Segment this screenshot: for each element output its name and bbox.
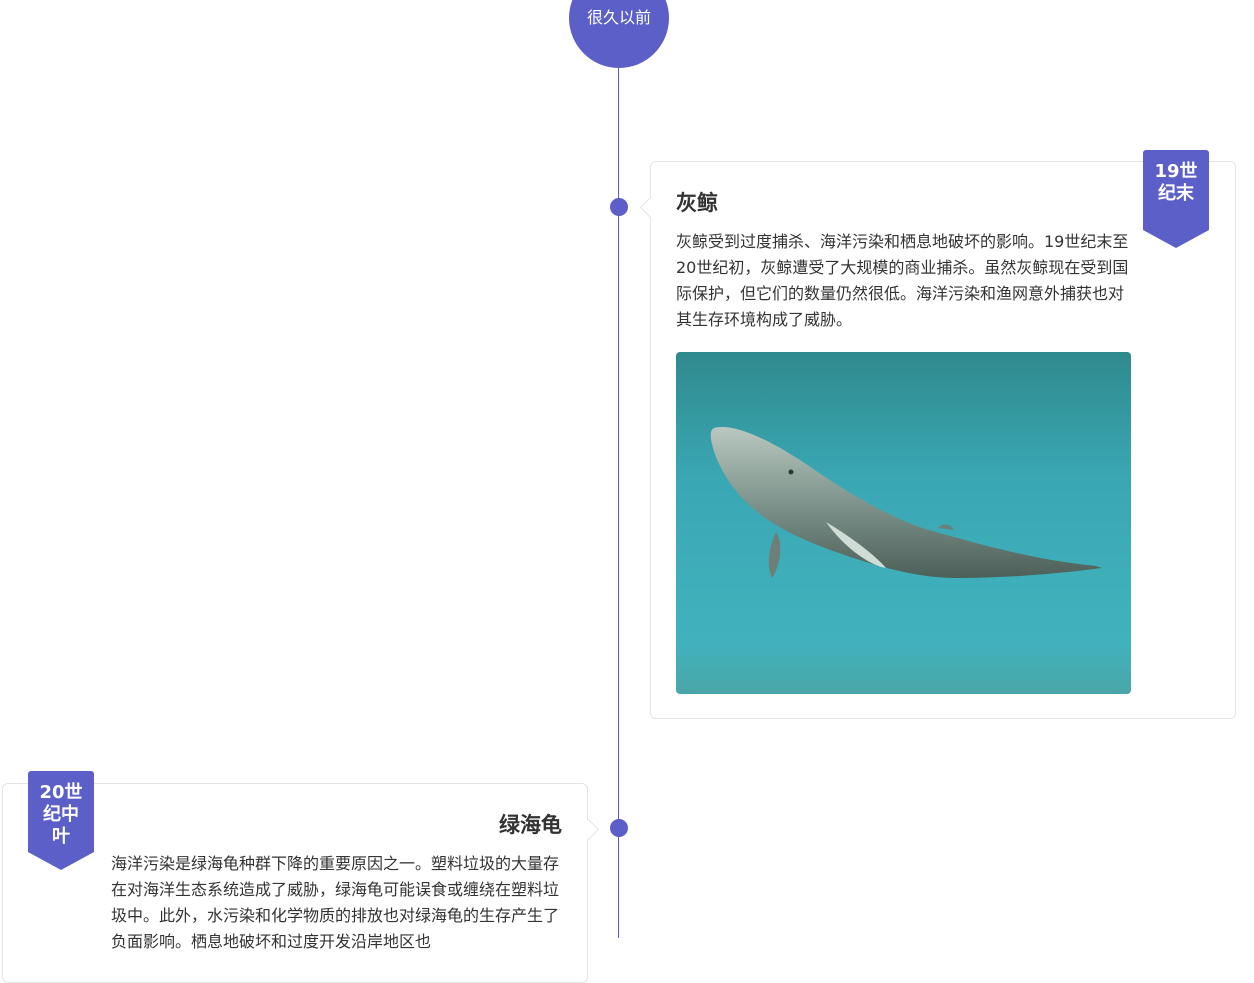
event-description: 海洋污染是绿海龟种群下降的重要原因之一。塑料垃圾的大量存在对海洋生态系统造成了威…: [111, 854, 560, 951]
ribbon-tail: [28, 852, 94, 870]
timeline-start-marker: 很久以前: [569, 0, 669, 68]
card-pointer: [577, 818, 600, 841]
period-line: 纪中: [43, 804, 79, 825]
period-ribbon-19th-century: 19世 纪末: [1143, 150, 1209, 230]
period-line: 纪末: [1158, 183, 1194, 204]
timeline-dot: [610, 198, 628, 216]
ribbon-tail: [1143, 230, 1209, 248]
gray-whale-image: [676, 352, 1131, 694]
timeline-start-label: 很久以前: [586, 8, 651, 27]
timeline-dot: [610, 819, 628, 837]
period-line: 19世: [1154, 161, 1198, 182]
event-title: 绿海龟: [499, 813, 562, 837]
event-title: 灰鲸: [676, 191, 718, 215]
timeline-line: [618, 40, 619, 938]
gray-whale-illustration: [676, 352, 1131, 694]
period-line: 20世: [39, 782, 83, 803]
period-ribbon-mid-20th-century: 20世 纪中 叶: [28, 771, 94, 852]
event-description: 灰鲸受到过度捕杀、海洋污染和栖息地破坏的影响。19世纪末至20世纪初，灰鲸遭受了…: [676, 232, 1129, 329]
event-card-gray-whale: 灰鲸 灰鲸受到过度捕杀、海洋污染和栖息地破坏的影响。19世纪末至20世纪初，灰鲸…: [639, 161, 1236, 719]
period-line: 叶: [52, 826, 70, 847]
card-pointer: [639, 196, 662, 219]
